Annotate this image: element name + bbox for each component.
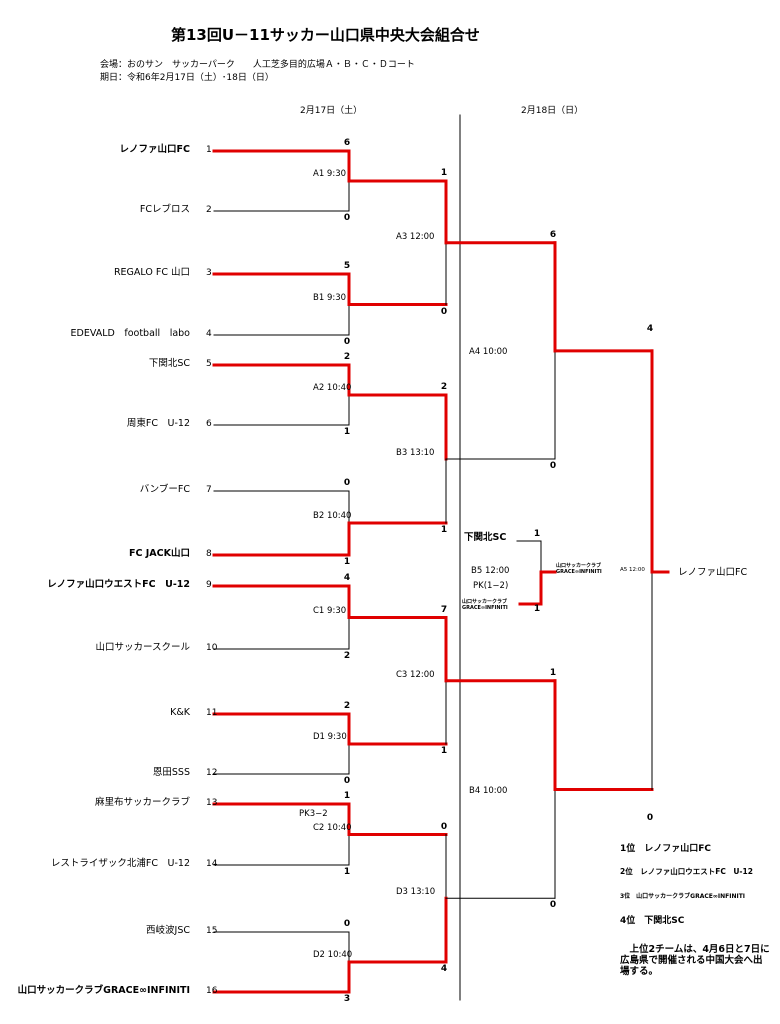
match-label: D1 9:30 bbox=[313, 732, 347, 742]
team-number: 16 bbox=[206, 986, 218, 996]
team-number: 7 bbox=[206, 485, 212, 495]
team-name: 周東FC U-12 bbox=[126, 418, 190, 429]
team-number: 11 bbox=[206, 708, 218, 718]
score-bottom: 0 bbox=[343, 213, 351, 223]
score-top: 4 bbox=[343, 573, 351, 583]
match-label: C3 12:00 bbox=[396, 669, 435, 680]
result-second: 2位 レノファ山口ウエストFC U-12 bbox=[620, 867, 753, 876]
pk-label: PK3−2 bbox=[299, 809, 328, 819]
team-name: K&K bbox=[170, 707, 190, 718]
team-number: 8 bbox=[206, 549, 212, 559]
team-number: 3 bbox=[206, 268, 212, 278]
team-number: 5 bbox=[206, 359, 212, 369]
team-number: 15 bbox=[206, 926, 218, 936]
third-place-match-label: B5 12:00 bbox=[471, 566, 510, 576]
team-number: 1 bbox=[206, 145, 212, 155]
final-score-top: 4 bbox=[646, 324, 654, 334]
third-place-pk: PK(1−2) bbox=[473, 581, 509, 591]
team-name: 恩田SSS bbox=[152, 767, 190, 778]
score-top: 6 bbox=[549, 229, 557, 240]
score-top: 2 bbox=[440, 382, 448, 392]
team-name: バンブーFC bbox=[139, 484, 190, 495]
result-third: 3位 山口サッカークラブGRACE∞INFINITI bbox=[620, 893, 746, 900]
score-bottom: 4 bbox=[440, 964, 448, 974]
team-name: 山口サッカークラブGRACE∞INFINITI bbox=[17, 985, 190, 996]
score-top: 1 bbox=[343, 791, 351, 801]
score-bottom: 0 bbox=[440, 306, 448, 317]
score-bottom: 1 bbox=[343, 557, 351, 567]
match-label: B3 13:10 bbox=[396, 448, 435, 458]
score-bottom: 1 bbox=[343, 427, 351, 437]
score-top: 0 bbox=[343, 919, 351, 929]
match-label: A3 12:00 bbox=[396, 231, 435, 242]
team-name: 下関北SC bbox=[148, 358, 190, 369]
team-number: 14 bbox=[206, 859, 218, 869]
score-bottom: 2 bbox=[343, 651, 351, 661]
team-name: EDEVALD football labo bbox=[70, 328, 190, 339]
day2-label: 2月18日（日） bbox=[521, 106, 584, 116]
third-place-winner: 山口サッカークラブ GRACE∞INFINITI bbox=[556, 563, 602, 575]
team-name: 西岐波JSC bbox=[146, 925, 190, 936]
match-label: B4 10:00 bbox=[469, 785, 508, 796]
score-top: 1 bbox=[549, 667, 557, 678]
team-number: 2 bbox=[206, 205, 212, 215]
match-label: B2 10:40 bbox=[313, 511, 352, 521]
score-top: 2 bbox=[343, 701, 351, 711]
team-number: 9 bbox=[206, 580, 212, 590]
score-bottom: 1 bbox=[343, 867, 351, 877]
result-first: 1位 レノファ山口FC bbox=[620, 844, 712, 854]
score-top: 0 bbox=[343, 478, 351, 488]
team-name: 山口サッカースクール bbox=[95, 642, 190, 653]
final-match-label: A5 12:00 bbox=[620, 567, 645, 573]
score-bottom: 0 bbox=[549, 900, 557, 911]
qualification-note: 上位2チームは、4月6日と7日に広島県で開催される中国大会へ出場する。 bbox=[620, 944, 770, 977]
match-label: A1 9:30 bbox=[313, 169, 347, 179]
team-number: 13 bbox=[206, 798, 218, 808]
match-label: C2 10:40 bbox=[313, 822, 352, 833]
score-bottom: 1 bbox=[440, 525, 448, 535]
third-place-team-bottom: 山口サッカークラブ GRACE∞INFINITI bbox=[462, 599, 508, 611]
score-bottom: 3 bbox=[343, 994, 351, 1004]
day1-label: 2月17日（土） bbox=[300, 106, 363, 116]
team-name: REGALO FC 山口 bbox=[113, 267, 190, 278]
score-bottom: 0 bbox=[549, 461, 557, 471]
champion-label: レノファ山口FC bbox=[678, 567, 748, 578]
team-name: 麻里布サッカークラブ bbox=[94, 797, 190, 808]
third-place-score-bottom: 1 bbox=[533, 604, 541, 614]
team-name: FC JACK山口 bbox=[129, 548, 190, 559]
score-top: 0 bbox=[440, 821, 448, 832]
match-label: A4 10:00 bbox=[469, 346, 508, 357]
score-bottom: 1 bbox=[440, 746, 448, 756]
score-bottom: 0 bbox=[343, 776, 351, 786]
page-title: 第13回U－11サッカー山口県中央大会組合せ bbox=[171, 26, 480, 44]
final-score-bottom: 0 bbox=[646, 813, 654, 823]
match-label: D3 13:10 bbox=[396, 887, 436, 898]
score-top: 2 bbox=[343, 352, 351, 362]
score-top: 7 bbox=[440, 604, 448, 615]
third-place-score-top: 1 bbox=[533, 529, 541, 539]
venue-text: 会場：おのサン サッカーパーク 人工芝多目的広場Ａ・Ｂ・Ｃ・Ｄコート bbox=[100, 60, 415, 70]
match-label: C1 9:30 bbox=[313, 605, 347, 616]
team-number: 4 bbox=[206, 329, 212, 339]
match-label: A2 10:40 bbox=[313, 383, 352, 393]
score-top: 6 bbox=[343, 138, 351, 148]
team-name: レノファ山口FC bbox=[119, 144, 190, 155]
team-number: 12 bbox=[206, 768, 218, 778]
result-fourth: 4位 下関北SC bbox=[620, 916, 685, 926]
date-text: 期日：令和6年2月17日（土）･18日（日） bbox=[100, 73, 274, 83]
team-name: FCレブロス bbox=[139, 204, 190, 215]
match-label: D2 10:40 bbox=[313, 950, 353, 960]
team-number: 10 bbox=[206, 643, 218, 653]
team-name: レストライザック北浦FC U-12 bbox=[50, 858, 190, 869]
score-top: 5 bbox=[343, 261, 351, 271]
team-name: レノファ山口ウエストFC U-12 bbox=[47, 579, 190, 590]
match-label: B1 9:30 bbox=[313, 292, 347, 303]
score-top: 1 bbox=[440, 168, 448, 178]
score-bottom: 0 bbox=[343, 337, 351, 347]
team-number: 6 bbox=[206, 419, 212, 429]
third-place-team-top: 下関北SC bbox=[464, 532, 507, 543]
